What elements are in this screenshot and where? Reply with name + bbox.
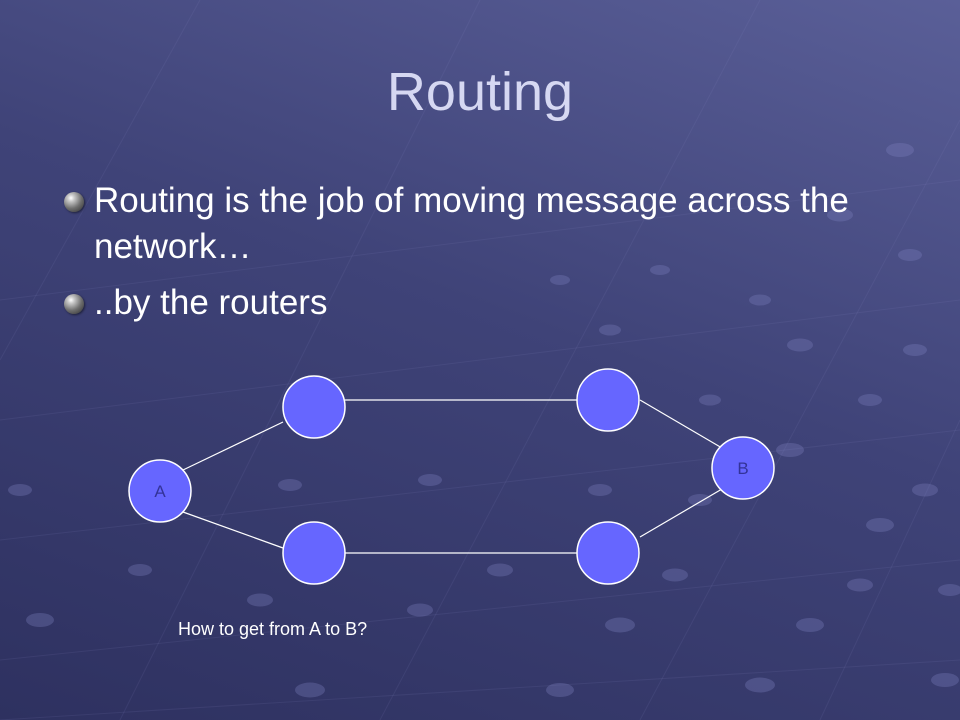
- node-a: [128, 459, 192, 523]
- bullet-sphere-icon: [64, 192, 84, 212]
- bullet-item: Routing is the job of moving message acr…: [64, 178, 904, 270]
- bullet-item: ..by the routers: [64, 280, 904, 326]
- edge-router-top-right-to-b: [639, 399, 723, 449]
- bullet-sphere-icon: [64, 294, 84, 314]
- edge-router-bottom-right-to-b: [639, 488, 723, 538]
- edge-a-to-router-top-left: [182, 421, 284, 471]
- bullet-text: Routing is the job of moving message acr…: [94, 181, 849, 266]
- edge-a-to-router-bottom-left: [182, 511, 284, 549]
- diagram-nodes: A B: [128, 368, 775, 585]
- diagram-edges: [182, 399, 723, 554]
- node-b-label: B: [737, 459, 748, 478]
- router-node-bottom-right: [576, 521, 640, 585]
- router-node-top-right: [576, 368, 640, 432]
- bullet-text: ..by the routers: [94, 283, 328, 322]
- diagram-caption: How to get from A to B?: [178, 619, 368, 639]
- node-a-label: A: [154, 482, 166, 501]
- slide-title: Routing: [386, 62, 574, 122]
- router-node-bottom-left: [282, 521, 346, 585]
- node-b: [711, 436, 775, 500]
- bullet-list: Routing is the job of moving message acr…: [64, 178, 904, 336]
- router-node-top-left: [282, 375, 346, 439]
